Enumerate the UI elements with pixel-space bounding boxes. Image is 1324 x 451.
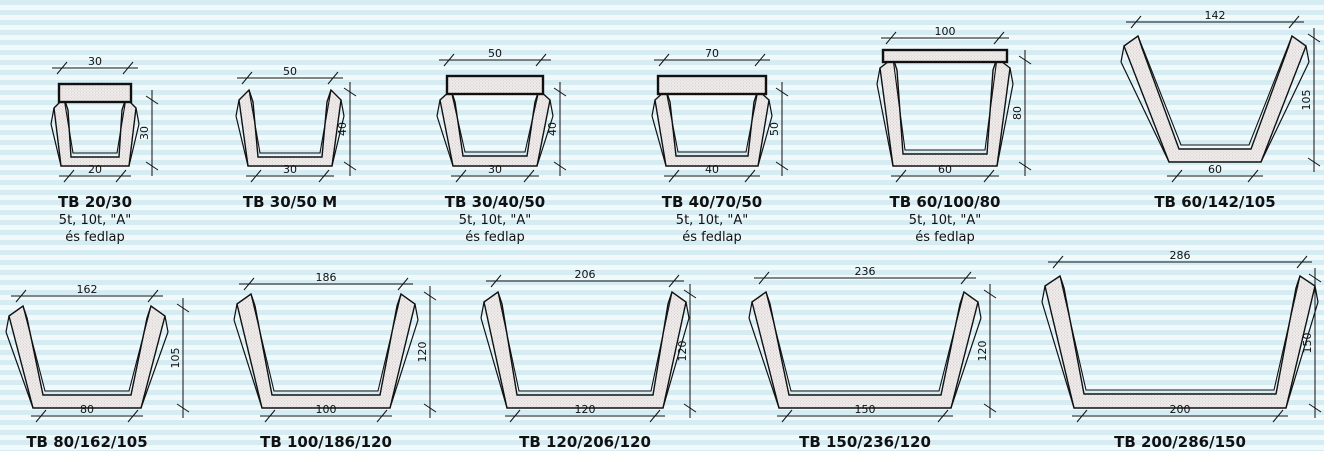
cover-lid — [445, 74, 545, 96]
top-width-label: 142 — [1205, 9, 1226, 22]
top-width-label: 30 — [88, 55, 102, 68]
channel-body — [483, 290, 687, 409]
top-width-label: 50 — [283, 65, 297, 78]
product-name: TB 60/100/80 — [889, 193, 1001, 211]
channel-section: 50 30 40 — [436, 47, 567, 183]
bottom-width-label: 100 — [316, 403, 337, 416]
product-description: és fedlap — [682, 230, 742, 245]
cover-lid — [881, 48, 1009, 64]
bottom-width-label: 80 — [80, 403, 94, 416]
height-label: 40 — [546, 122, 559, 136]
product-description: és fedlap — [65, 230, 125, 245]
channel-section: 186 100 120 — [233, 271, 437, 423]
channel-body — [238, 88, 342, 167]
top-width-label: 206 — [575, 268, 596, 281]
bottom-width-label: 60 — [1208, 163, 1222, 176]
bottom-width-label: 20 — [88, 163, 102, 176]
height-label: 150 — [1301, 333, 1314, 354]
channel-body — [439, 88, 551, 167]
height-label: 120 — [416, 342, 429, 363]
height-label: 50 — [768, 122, 781, 136]
channel-body — [879, 56, 1011, 167]
channel-section: 100 60 80 — [876, 25, 1032, 183]
top-width-label: 286 — [1170, 249, 1191, 262]
product-description: 5t, 10t, "A" — [458, 213, 532, 228]
channel-section: 142 60 105 — [1120, 9, 1321, 183]
product-name: TB 60/142/105 — [1154, 193, 1276, 211]
bottom-width-label: 150 — [855, 403, 876, 416]
height-label: 30 — [138, 126, 151, 140]
channel-body — [654, 88, 770, 167]
channel-section: 70 40 50 — [651, 47, 789, 183]
bottom-width-label: 30 — [283, 163, 297, 176]
product-name: TB 200/286/150 — [1114, 433, 1246, 451]
height-label: 105 — [1300, 90, 1313, 111]
channel-body — [53, 96, 137, 167]
product-name: TB 30/50 M — [242, 193, 338, 211]
product-name: TB 30/40/50 — [444, 193, 546, 211]
channel-section: 206 120 120 — [480, 268, 697, 423]
product-name: TB 100/186/120 — [260, 433, 392, 451]
product-name: TB 80/162/105 — [26, 433, 148, 451]
height-label: 40 — [336, 122, 349, 136]
height-label: 120 — [676, 341, 689, 362]
product-name: TB 150/236/120 — [799, 433, 931, 451]
bottom-width-label: 120 — [575, 403, 596, 416]
top-width-label: 50 — [488, 47, 502, 60]
channel-body — [1123, 34, 1307, 163]
height-label: 105 — [169, 348, 182, 369]
channel-section: 30 20 30 — [50, 55, 159, 183]
top-width-label: 186 — [316, 271, 337, 284]
channel-body — [751, 290, 979, 409]
top-width-label: 70 — [705, 47, 719, 60]
product-name: TB 120/206/120 — [519, 433, 651, 451]
channel-section: 286 200 150 — [1041, 249, 1322, 423]
channel-body — [1044, 274, 1316, 409]
channel-body — [236, 292, 416, 409]
bottom-width-label: 40 — [705, 163, 719, 176]
product-description: 5t, 10t, "A" — [675, 213, 749, 228]
product-name: TB 20/30 — [57, 193, 133, 211]
height-label: 80 — [1011, 106, 1024, 120]
channel-body — [8, 304, 166, 409]
top-width-label: 100 — [935, 25, 956, 38]
top-width-label: 236 — [855, 265, 876, 278]
bottom-width-label: 30 — [488, 163, 502, 176]
product-description: 5t, 10t, "A" — [908, 213, 982, 228]
top-width-label: 162 — [77, 283, 98, 296]
height-label: 120 — [976, 341, 989, 362]
channel-section: 162 80 105 — [5, 283, 190, 423]
product-description: és fedlap — [915, 230, 975, 245]
cover-lid — [57, 82, 133, 104]
product-description: és fedlap — [465, 230, 525, 245]
product-name: TB 40/70/50 — [661, 193, 763, 211]
product-description: 5t, 10t, "A" — [58, 213, 132, 228]
bottom-width-label: 60 — [938, 163, 952, 176]
channel-section: 236 150 120 — [748, 265, 997, 423]
cover-lid — [656, 74, 768, 96]
channel-section: 50 30 40 — [235, 65, 357, 183]
bottom-width-label: 200 — [1170, 403, 1191, 416]
